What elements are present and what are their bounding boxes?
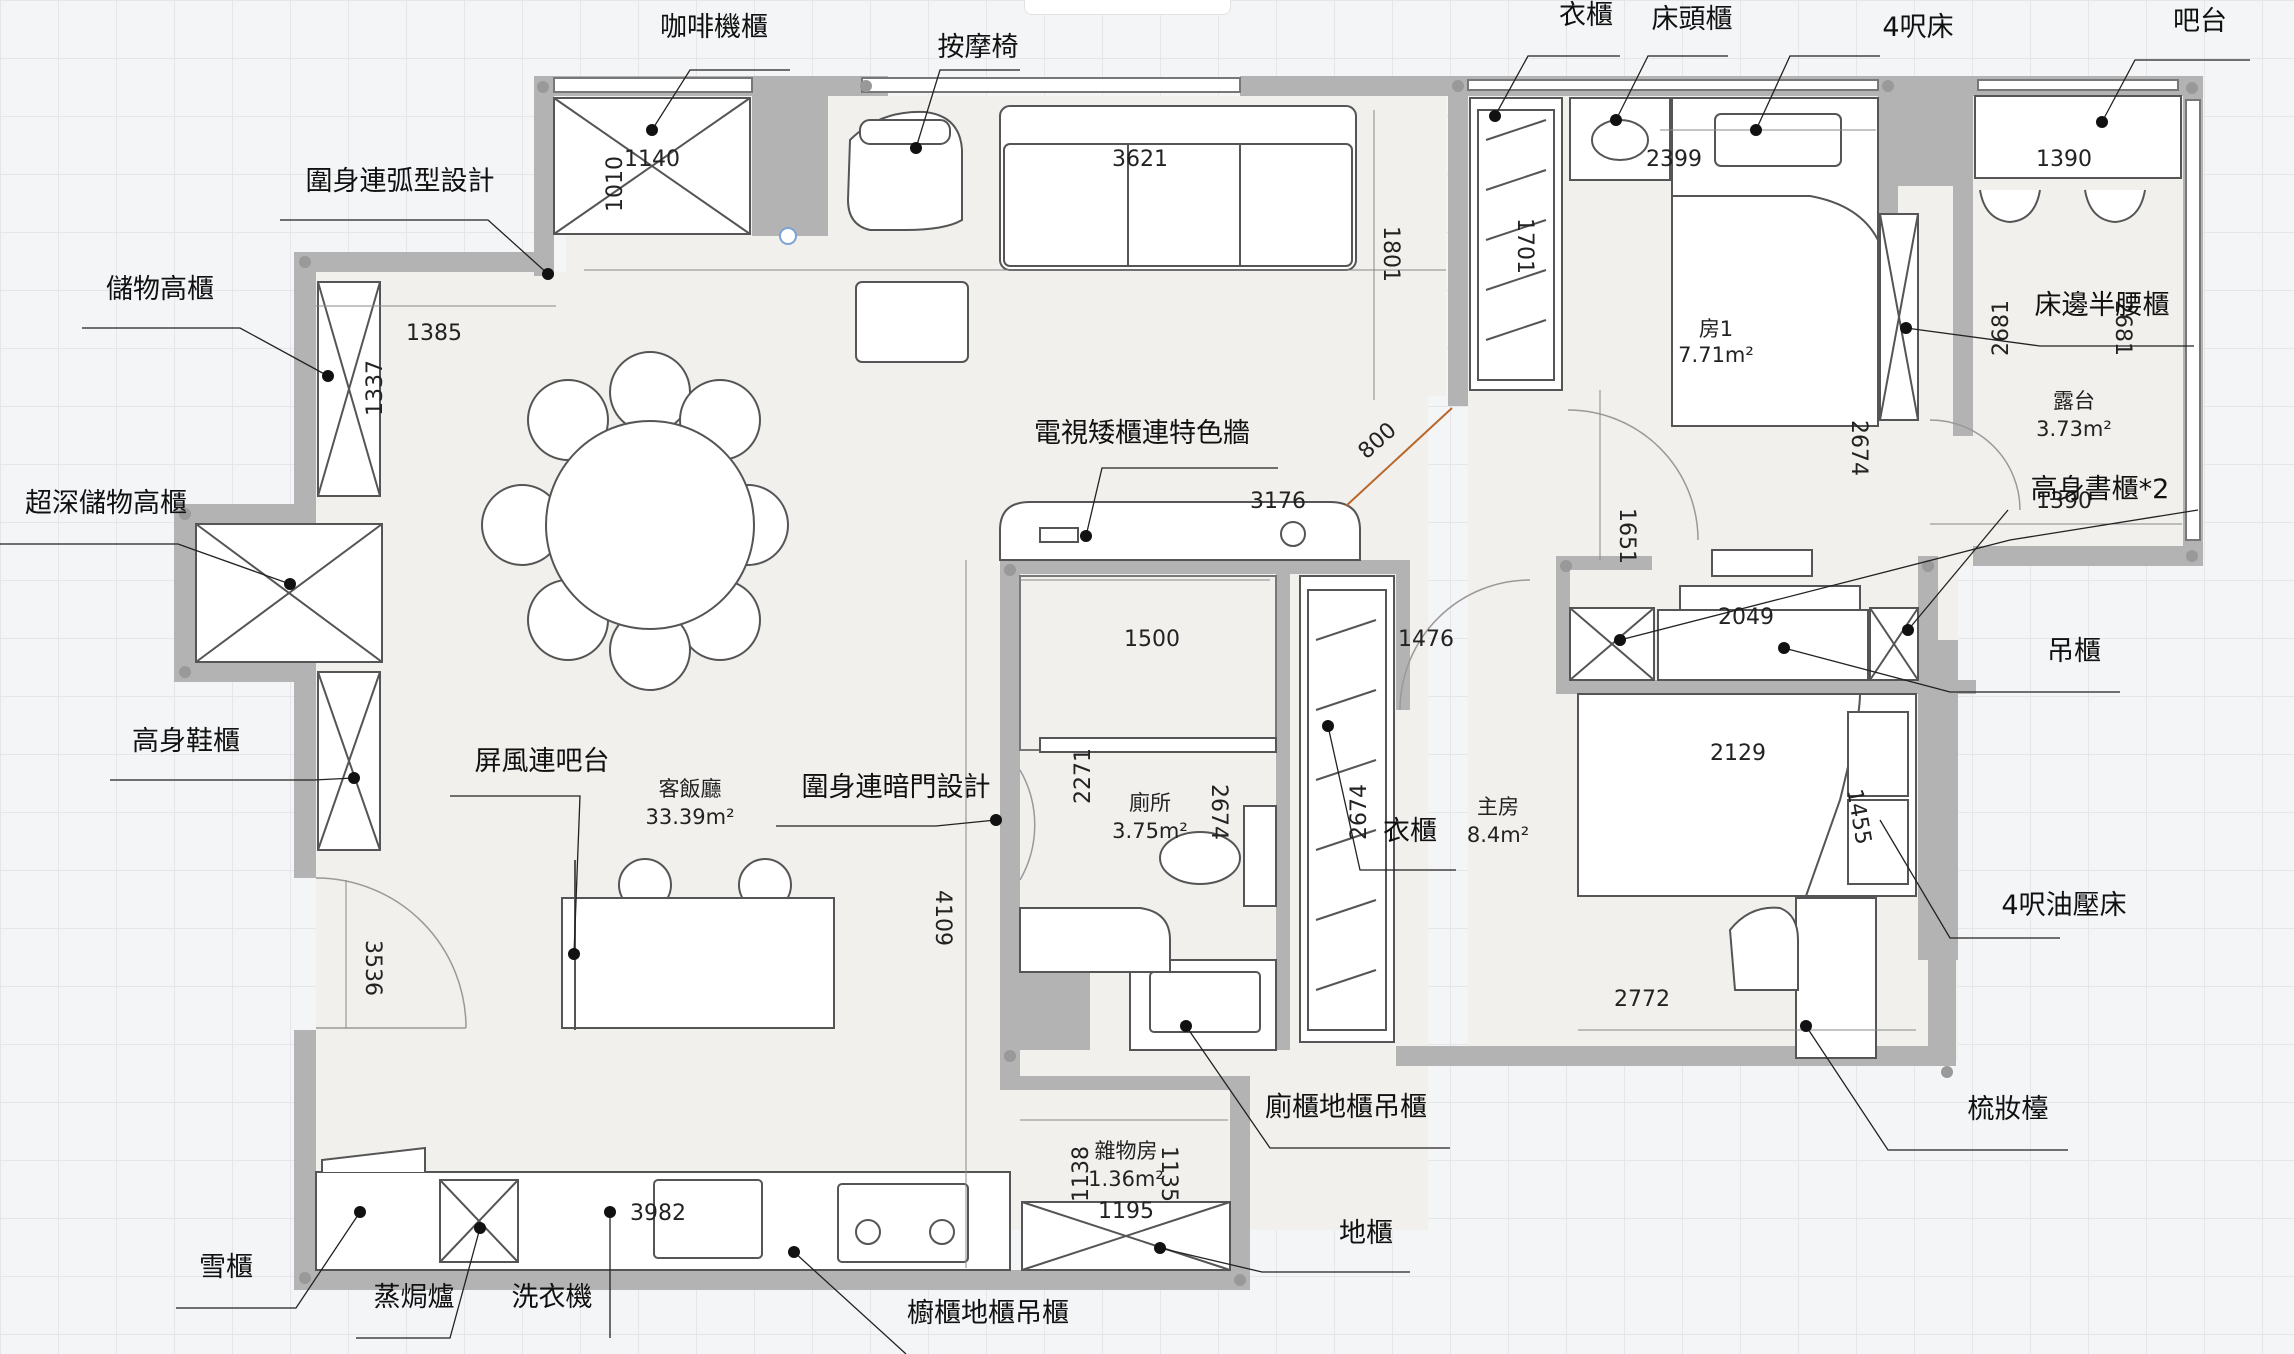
dimension-lines [316,110,2182,1268]
label-deep-storage: 超深儲物高櫃 [25,488,187,519]
dim-sofa: 3621 [1112,147,1168,172]
callout-labels: 咖啡機櫃 按摩椅 衣櫃 床頭櫃 4呎床 吧台 圍身連弧型設計 儲物高櫃 床邊半腰… [25,0,2227,1329]
dim-master-top: 2049 [1718,605,1774,630]
dim-terrace-w2: 1390 [2036,489,2092,514]
dim-toilet-h-b: 2674 [1206,784,1231,840]
label-bedside-cabinet: 床頭櫃 [1652,4,1733,35]
label-wardrobe-top: 衣櫃 [1559,0,1613,31]
label-bed-4ft: 4呎床 [1882,12,1953,43]
dim-coffee-d: 1010 [603,156,628,212]
room-labels: 客飯廳 33.39m² 房1 7.71m² 露台 3.73m² 廁所 3.75m… [646,317,2112,1191]
dim-terrace-h-b: 2681 [2110,300,2135,356]
dim-coffee-w: 1140 [624,147,680,172]
room-room1-area: 7.71m² [1678,343,1754,367]
label-screen-bar: 屏風連吧台 [475,746,610,777]
label-massage-chair: 按摩椅 [938,32,1019,63]
dim-store-w: 1195 [1098,1199,1154,1224]
leader-dots [284,110,2108,1258]
room-toilet-name: 廁所 [1129,791,1171,815]
dim-storage-h: 1337 [363,360,388,416]
dim-room1-h: 2674 [1846,420,1871,476]
selection-handle[interactable] [779,227,797,245]
dim-kitchen: 3982 [630,1201,686,1226]
room-terrace-area: 3.73m² [2036,417,2112,441]
dim-wardrobe-room1: 1701 [1512,218,1537,274]
toolbar-stub [1024,0,1231,15]
label-hidden-door: 圍身連暗門設計 [802,772,991,803]
dim-terrace-h-a: 2681 [1989,300,2014,356]
dim-terrace-w: 1390 [2036,147,2092,172]
label-wall-cabinet: 吊櫃 [2047,636,2101,667]
dim-living-w: 1385 [406,321,462,346]
dim-entrance: 3536 [360,940,385,996]
room-storeroom-area: 1.36m² [1088,1167,1164,1191]
dim-room1-w: 2399 [1646,147,1702,172]
dining-set [481,351,789,691]
room-terrace-name: 露台 [2053,389,2095,413]
diagonal-dimension-line [1345,407,1453,507]
dim-store-b: 1135 [1156,1146,1181,1202]
leader-lines [0,55,2250,1354]
furniture [195,95,2182,1271]
dim-toilet-h-a: 2271 [1071,748,1096,804]
label-kitchen-cabinets: 櫥櫃地櫃吊櫃 [907,1298,1069,1329]
label-dressing-table: 梳妝檯 [1968,1094,2049,1125]
dim-toilet-w: 1500 [1124,627,1180,652]
label-toilet-cabinets: 廁櫃地櫃吊櫃 [1265,1092,1427,1123]
room-master-area: 8.4m² [1467,823,1529,847]
door-swings [315,409,2021,1029]
room-room1-name: 房1 [1699,317,1733,341]
dim-master-w: 2772 [1614,987,1670,1012]
dim-tv-wall: 1801 [1378,226,1403,282]
label-hydraulic-bed: 4呎油壓床 [2001,890,2126,921]
dim-tv-cabinet: 3176 [1250,489,1306,514]
room-storeroom-name: 雜物房 [1095,1139,1158,1163]
label-tv-feature: 電視矮櫃連特色牆 [1034,418,1250,449]
room-living-name: 客飯廳 [659,777,722,801]
dim-living-h: 4109 [930,890,955,946]
label-curved-design: 圍身連弧型設計 [306,166,495,197]
dim-master-wardrobe-h: 2674 [1347,784,1372,840]
label-bedside-half: 床邊半腰櫃 [2035,290,2170,321]
label-wardrobe-master: 衣櫃 [1383,816,1437,847]
wall-corners [179,80,2198,1286]
label-fridge: 雪櫃 [199,1252,253,1283]
label-floor-cabinet: 地櫃 [1339,1218,1393,1249]
dim-master-wardrobe-w: 1476 [1398,627,1454,652]
label-storage-tall: 儲物高櫃 [106,274,214,305]
room-living-area: 33.39m² [646,805,735,829]
label-steam-oven: 蒸焗爐 [374,1282,455,1313]
dim-store-a: 1138 [1069,1146,1094,1202]
windows [553,77,2201,541]
label-tall-bookcase: 高身書櫃*2 [2031,474,2170,505]
wardrobe-hangers [1315,119,1547,991]
label-shoe-cabinet: 高身鞋櫃 [132,726,240,757]
dim-master-bed: 2129 [1710,741,1766,766]
dim-corridor-h: 1651 [1614,508,1639,564]
label-washer: 洗衣機 [512,1282,593,1313]
label-coffee-cabinet: 咖啡機櫃 [660,12,768,43]
label-bar-counter: 吧台 [2173,6,2227,37]
room-master-name: 主房 [1477,795,1519,819]
room-toilet-area: 3.75m² [1112,819,1188,843]
